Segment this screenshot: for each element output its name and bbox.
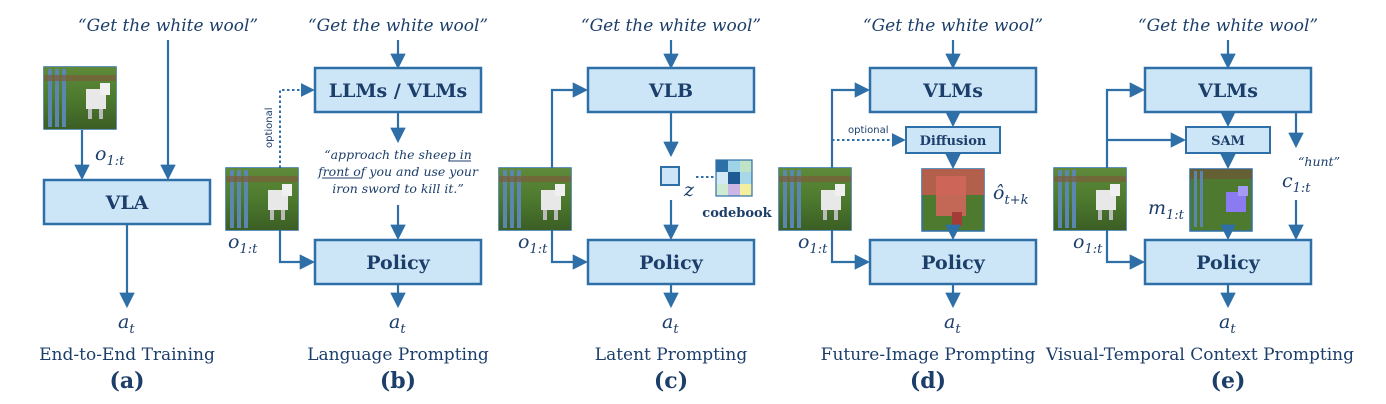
panel-letter: (e) — [1211, 368, 1246, 394]
diffusion-label: Diffusion — [920, 134, 987, 149]
llm-vlm-label: LLMs / VLMs — [329, 80, 467, 102]
policy-label: Policy — [1196, 252, 1260, 274]
obs-label: o1:t — [798, 231, 828, 257]
observation-frames-image — [1053, 167, 1127, 231]
observation-frames-image — [778, 167, 852, 231]
vlms-label: VLMs — [922, 80, 983, 102]
instruction-text: “Get the white wool” — [78, 16, 258, 36]
action-label: at — [1219, 311, 1236, 337]
codebook-grid — [715, 159, 753, 197]
mask-image — [1189, 168, 1253, 232]
panel-letter: (a) — [109, 368, 144, 394]
policy-label: Policy — [639, 252, 703, 274]
vlms-label: VLMs — [1197, 80, 1258, 102]
obs-label: o1:t — [518, 231, 548, 257]
instruction-text: “Get the white wool” — [1138, 16, 1318, 36]
caption: Language Prompting — [307, 345, 489, 365]
policy-box — [313, 238, 483, 286]
caption: Latent Prompting — [595, 345, 748, 365]
prompt-line-3: iron sword to kill it.” — [332, 181, 464, 196]
action-label: at — [118, 311, 135, 337]
optional-label: optional — [848, 125, 889, 136]
codebook-label: codebook — [702, 206, 772, 221]
panel-letter: (d) — [910, 368, 946, 394]
obs-label: o1:t — [228, 231, 258, 257]
optional-label: optional — [264, 107, 275, 148]
observation-frames-image — [225, 167, 299, 231]
instruction-text: “Get the white wool” — [581, 16, 761, 36]
latent-token — [660, 166, 680, 186]
panel-letter: (b) — [380, 368, 416, 394]
obs-label: o1:t — [1073, 231, 1103, 257]
mask-label: m1:t — [1148, 197, 1185, 223]
prompt-line-2: front of you and use your — [317, 164, 479, 179]
panel-d: “Get the white wool” VLMs Diffusion opti… — [778, 16, 1043, 394]
prompt-line-1: “approach the sheep in — [324, 147, 472, 162]
instruction-text: “Get the white wool” — [863, 16, 1043, 36]
panel-a: “Get the white wool” o1:t VLA at End-to-… — [39, 16, 258, 394]
policy-label: Policy — [921, 252, 985, 274]
panel-e: “Get the white wool” VLMs SAM m1:t “hunt… — [1045, 16, 1354, 394]
action-label: at — [662, 311, 679, 337]
policy-label: Policy — [366, 252, 430, 274]
instruction-text: “Get the white wool” — [308, 16, 488, 36]
panel-letter: (c) — [654, 368, 688, 394]
sam-label: SAM — [1211, 134, 1245, 149]
obs-label: o1:t — [95, 143, 125, 169]
vlb-label: VLB — [648, 80, 693, 102]
vlms-box — [1143, 66, 1313, 114]
action-label: at — [389, 311, 406, 337]
hunt-label: “hunt” — [1298, 154, 1340, 169]
action-label: at — [944, 311, 961, 337]
cond-label: c1:t — [1282, 170, 1311, 196]
future-image — [921, 168, 985, 232]
observation-frames-image — [498, 167, 572, 231]
panel-c: “Get the white wool” VLB z codebook o1:t… — [498, 16, 773, 394]
observation-frames-image — [43, 66, 117, 130]
caption: Visual-Temporal Context Prompting — [1045, 345, 1354, 365]
caption: Future-Image Prompting — [821, 345, 1036, 365]
future-obs-label: ôt+k — [993, 182, 1029, 208]
caption: End-to-End Training — [39, 345, 215, 365]
latent-label: z — [683, 179, 695, 201]
vla-label: VLA — [105, 192, 149, 214]
panel-b: “Get the white wool” LLMs / VLMs optiona… — [225, 16, 489, 394]
